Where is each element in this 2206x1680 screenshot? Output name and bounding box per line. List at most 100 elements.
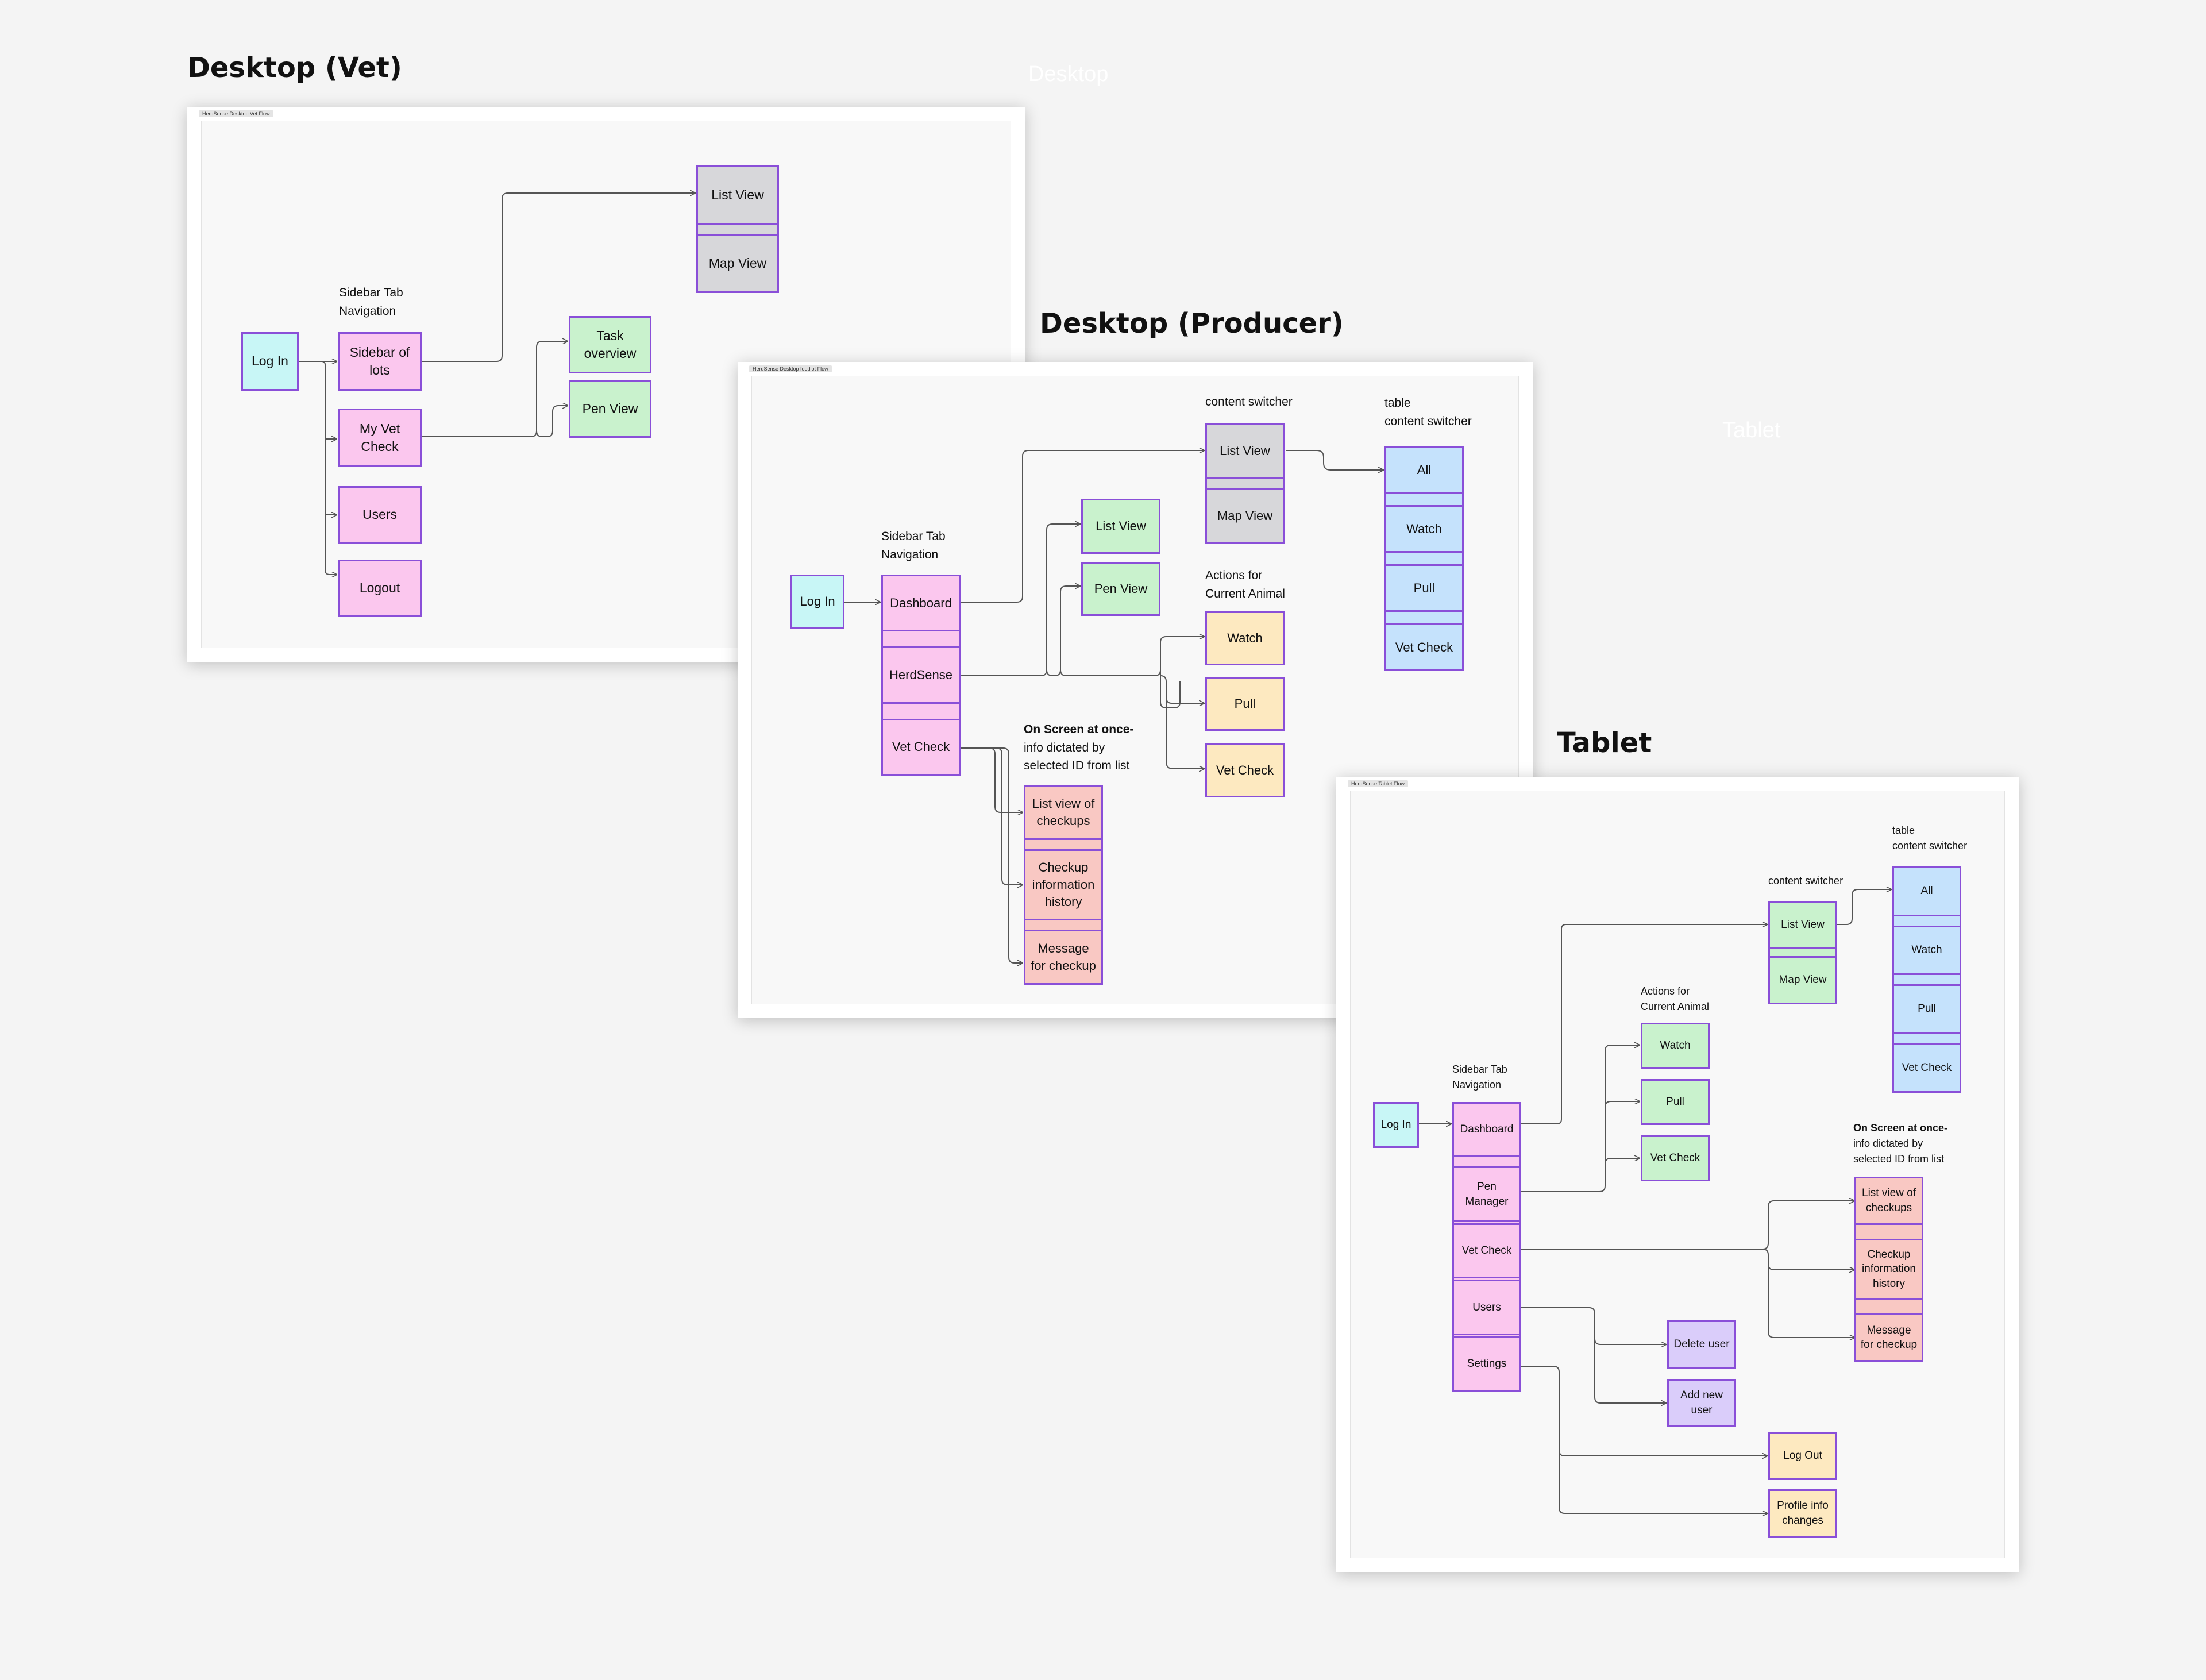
green-list-view-node[interactable]: List View <box>1081 499 1160 554</box>
sidebar-item-dashboard[interactable]: Dashboard <box>1460 1123 1514 1136</box>
table-vet-check-cell[interactable]: Vet Check <box>1902 1061 1952 1074</box>
label-content-switcher: content switcher <box>1768 875 1844 887</box>
sidebar-stack[interactable]: Dashboard HerdSense Vet Check <box>881 575 961 776</box>
pull-node[interactable]: Pull <box>1205 677 1285 731</box>
stack-divider <box>1894 914 1960 927</box>
task-overview-node[interactable]: Task overview <box>569 316 651 373</box>
title-desktop-vet: Desktop (Vet) <box>187 52 402 84</box>
frame-tag: HerdSense Desktop Vet Flow <box>199 110 273 117</box>
stack-divider <box>1856 1298 1922 1316</box>
stack-divider <box>1770 947 1835 958</box>
table-watch-cell[interactable]: Watch <box>1911 943 1942 956</box>
stack-divider <box>883 630 959 649</box>
sidebar-item-pen-manager[interactable]: Pen Manager <box>1465 1180 1509 1208</box>
pull-node[interactable]: Pull <box>1641 1079 1710 1125</box>
label-on-screen: On Screen at once- info dictated by sele… <box>1853 1122 1948 1165</box>
add-new-user-node[interactable]: Add new user <box>1667 1379 1736 1427</box>
view-switcher-stack[interactable]: List View Map View <box>1205 423 1285 544</box>
stack-divider <box>883 702 959 720</box>
users-node[interactable]: Users <box>338 486 422 544</box>
connectors <box>299 107 1025 662</box>
table-all-cell[interactable]: All <box>1417 462 1432 477</box>
ghost-title-desktop: Desktop <box>1028 62 1109 86</box>
sidebar-item-herdsense[interactable]: HerdSense <box>889 668 953 683</box>
list-of-checkups-cell[interactable]: List view of checkups <box>1032 796 1095 829</box>
action-vet-check-node[interactable]: Vet Check <box>1641 1135 1710 1181</box>
title-tablet: Tablet <box>1557 727 1652 759</box>
stack-divider <box>1454 1155 1519 1169</box>
stack-divider <box>1894 1032 1960 1045</box>
sidebar-stack[interactable]: Dashboard Pen Manager Vet Check Users Se… <box>1452 1102 1521 1392</box>
map-view-cell[interactable]: Map View <box>1779 974 1827 987</box>
pen-view-node[interactable]: Pen View <box>569 380 651 438</box>
view-switcher-stack[interactable]: List View Map View <box>1768 901 1837 1004</box>
list-view-cell[interactable]: List View <box>1781 919 1825 931</box>
list-view-cell[interactable]: List View <box>711 187 764 202</box>
view-switcher-stack[interactable]: List View Map View <box>696 165 779 293</box>
sidebar-item-dashboard[interactable]: Dashboard <box>890 595 952 610</box>
table-vet-check-cell[interactable]: Vet Check <box>1395 639 1453 654</box>
on-screen-stack[interactable]: List view of checkups Checkup informatio… <box>1854 1177 1923 1362</box>
log-out-node[interactable]: Log Out <box>1768 1432 1837 1480</box>
checkup-history-cell[interactable]: Checkup information history <box>1862 1248 1916 1290</box>
table-switcher-stack[interactable]: All Watch Pull Vet Check <box>1384 446 1464 671</box>
delete-user-node[interactable]: Delete user <box>1667 1320 1736 1369</box>
stack-divider <box>1894 973 1960 986</box>
green-pen-view-node[interactable]: Pen View <box>1081 562 1160 616</box>
sidebar-item-vet-check[interactable]: Vet Check <box>892 739 950 754</box>
ghost-title-tablet: Tablet <box>1722 418 1781 442</box>
sidebar-item-users[interactable]: Users <box>1472 1301 1501 1313</box>
login-node[interactable]: Log In <box>1373 1102 1419 1148</box>
list-view-cell[interactable]: List View <box>1220 443 1270 458</box>
profile-info-node[interactable]: Profile info changes <box>1768 1489 1837 1538</box>
stack-divider <box>1454 1220 1519 1225</box>
table-pull-cell[interactable]: Pull <box>1413 580 1435 595</box>
stack-divider <box>1454 1333 1519 1338</box>
frame-tag: HerdSense Desktop feedlot Flow <box>749 365 832 372</box>
stack-divider <box>1025 838 1101 851</box>
on-screen-stack[interactable]: List view of checkups Checkup informatio… <box>1024 785 1103 985</box>
map-view-cell[interactable]: Map View <box>1217 508 1273 523</box>
table-pull-cell[interactable]: Pull <box>1918 1003 1936 1015</box>
table-watch-cell[interactable]: Watch <box>1406 521 1442 536</box>
table-switcher-stack[interactable]: All Watch Pull Vet Check <box>1892 866 1961 1093</box>
connectors <box>1419 777 2019 1572</box>
action-vet-check-node[interactable]: Vet Check <box>1205 743 1285 797</box>
title-desktop-producer: Desktop (Producer) <box>1040 307 1344 340</box>
watch-node[interactable]: Watch <box>1205 611 1285 665</box>
sidebar-item-settings[interactable]: Settings <box>1467 1358 1507 1370</box>
stack-divider <box>1207 477 1283 490</box>
login-node[interactable]: Log In <box>790 575 844 629</box>
stack-divider <box>1386 551 1462 566</box>
stack-divider <box>1856 1223 1922 1240</box>
connectors <box>844 362 1533 1018</box>
stack-divider <box>1386 492 1462 507</box>
message-checkup-cell[interactable]: Message for checkup <box>1860 1324 1918 1351</box>
login-node[interactable]: Log In <box>241 332 299 391</box>
frame-tag: HerdSense Tablet Flow <box>1348 780 1408 787</box>
stack-divider <box>1454 1277 1519 1282</box>
message-checkup-cell[interactable]: Message for checkup <box>1031 941 1096 973</box>
logout-node[interactable]: Logout <box>338 560 422 617</box>
label-content-switcher: content switcher <box>1205 395 1293 409</box>
watch-node[interactable]: Watch <box>1641 1023 1710 1069</box>
map-view-cell[interactable]: Map View <box>708 255 767 271</box>
label-on-screen: On Screen at once- info dictated by sele… <box>1024 723 1134 772</box>
stack-divider <box>1386 610 1462 625</box>
sidebar-of-lots-node[interactable]: Sidebar of lots <box>338 332 422 391</box>
my-vet-check-node[interactable]: My Vet Check <box>338 409 422 467</box>
stack-divider <box>1025 918 1101 931</box>
table-all-cell[interactable]: All <box>1920 885 1933 897</box>
sidebar-item-vet-check[interactable]: Vet Check <box>1461 1244 1512 1257</box>
stack-divider <box>698 223 777 236</box>
list-of-checkups-cell[interactable]: List view of checkups <box>1862 1187 1916 1214</box>
checkup-history-cell[interactable]: Checkup information history <box>1032 860 1095 909</box>
